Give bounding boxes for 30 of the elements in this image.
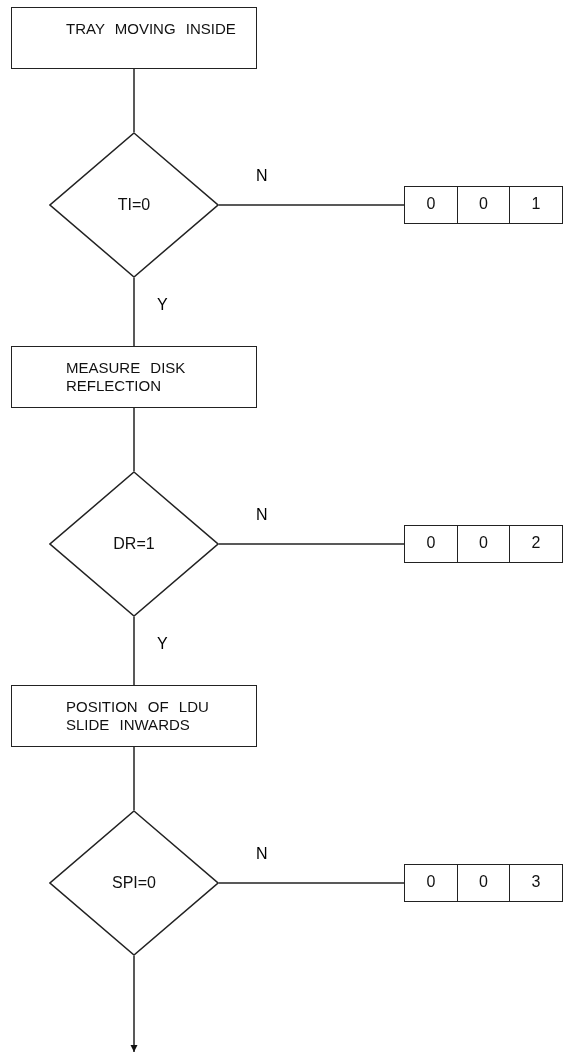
- code-digit-cell: 0: [404, 186, 458, 224]
- step-text: POSITION OF LDU SLIDE INWARDS: [66, 698, 210, 734]
- connector-line: [133, 68, 135, 133]
- connector-line: [133, 616, 135, 686]
- decision-diamond: [49, 471, 219, 617]
- process-box: [11, 346, 257, 408]
- process-box: [11, 7, 257, 69]
- code-digit-cell: 0: [456, 525, 511, 563]
- code-digit-cell: 0: [456, 864, 511, 902]
- condition-text: TI=0: [116, 196, 152, 214]
- connector-line: [133, 746, 135, 811]
- code-digit-cell: 1: [509, 186, 563, 224]
- decision-diamond: [49, 132, 219, 278]
- code-digit-cell: 0: [404, 525, 458, 563]
- connector-line: [133, 277, 135, 347]
- connector-line: [218, 543, 405, 545]
- connector-line: [218, 204, 405, 206]
- code-digit-cell: 3: [509, 864, 563, 902]
- arrow: [130, 955, 138, 1053]
- connector-line: [218, 882, 405, 884]
- connector-line: [133, 407, 135, 472]
- code-digit-cell: 0: [404, 864, 458, 902]
- decision-diamond: [49, 810, 219, 956]
- code-digit-cell: 2: [509, 525, 563, 563]
- step-text: MEASURE DISK REFLECTION: [66, 359, 187, 395]
- condition-text: DR=1: [112, 535, 156, 553]
- code-digit-cell: 0: [456, 186, 511, 224]
- process-box: [11, 685, 257, 747]
- step-text: TRAY MOVING INSIDE: [66, 20, 237, 38]
- condition-text: SPI=0: [111, 874, 157, 892]
